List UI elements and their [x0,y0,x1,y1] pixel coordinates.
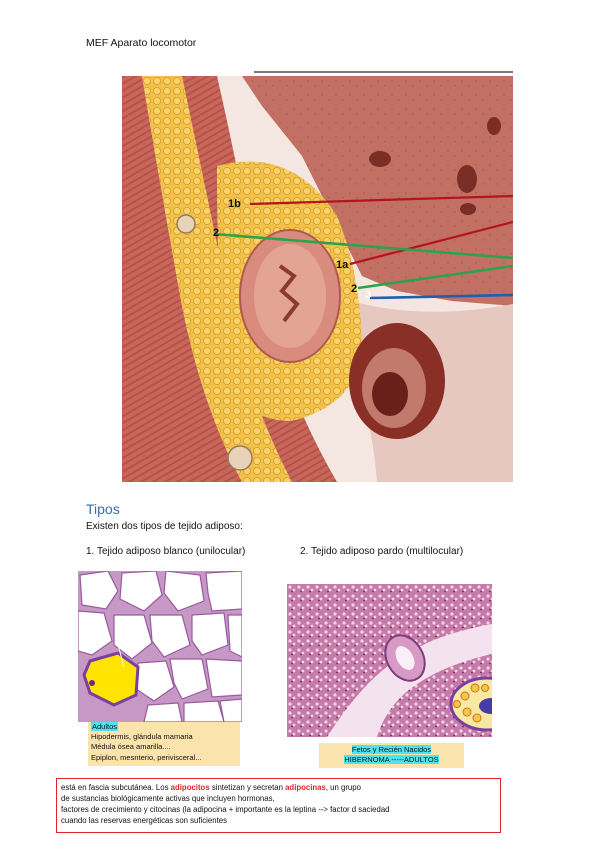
type-brown-heading: 2. Tejido adiposo pardo (multilocular) [300,546,464,557]
brown-fat-line-1: Fetos y Recién Nacidos [351,745,432,754]
type-white-heading: 1. Tejido adiposo blanco (unilocular) [86,546,246,557]
white-fat-location-2: Médula ósea amarilla.... [91,742,171,752]
note-term-adipocinas: adipocinas [285,783,326,792]
document-header-title: MEF Aparato locomotor [86,37,197,49]
section-title: Tipos [86,501,120,517]
note-text-c: , un grupo [325,783,361,792]
anatomy-label-3: 3 [365,289,371,301]
adipokine-note: está en fascia subcutánea. Los adipocito… [56,778,501,833]
note-line-2: de sustancias biológicamente activas que… [61,794,275,803]
note-text-b: sintetizan y secretan [209,783,286,792]
anatomy-label-2-left: 2 [213,227,219,239]
header-rule [254,71,513,73]
note-term-adipocitos: adipocitos [170,783,210,792]
brown-fat-locations-box: Fetos y Recién Nacidos HIBERNOMA -----AD… [319,743,464,768]
anatomy-label-1a: 1a [336,259,349,271]
brown-adipose-micrograph [287,584,492,737]
anatomy-illustration: 1b 2 1a 2 3 [122,76,513,482]
note-line-4: cuando las reservas energéticas son sufi… [61,816,227,825]
white-adipose-micrograph [78,571,242,722]
anatomy-label-1b: 1b [228,198,241,210]
anatomy-label-2-right: 2 [351,283,357,295]
white-fat-locations-box: Adultos Hipodermis, glándula mamaria Méd… [88,722,240,766]
section-intro: Existen dos tipos de tejido adiposo: [86,521,243,532]
white-fat-location-1: Hipodermis, glándula mamaria [91,732,193,742]
white-fat-heading: Adultos [91,722,119,731]
note-text-a: está en fascia subcutánea. Los [61,783,171,792]
white-fat-location-3: Epiplon, mesnterio, perivisceral... [91,752,202,762]
brown-fat-line-2: HIBERNOMA -----ADULTOS [344,755,439,764]
note-line-3: factores de crecimiento y citocinas (la … [61,805,390,814]
